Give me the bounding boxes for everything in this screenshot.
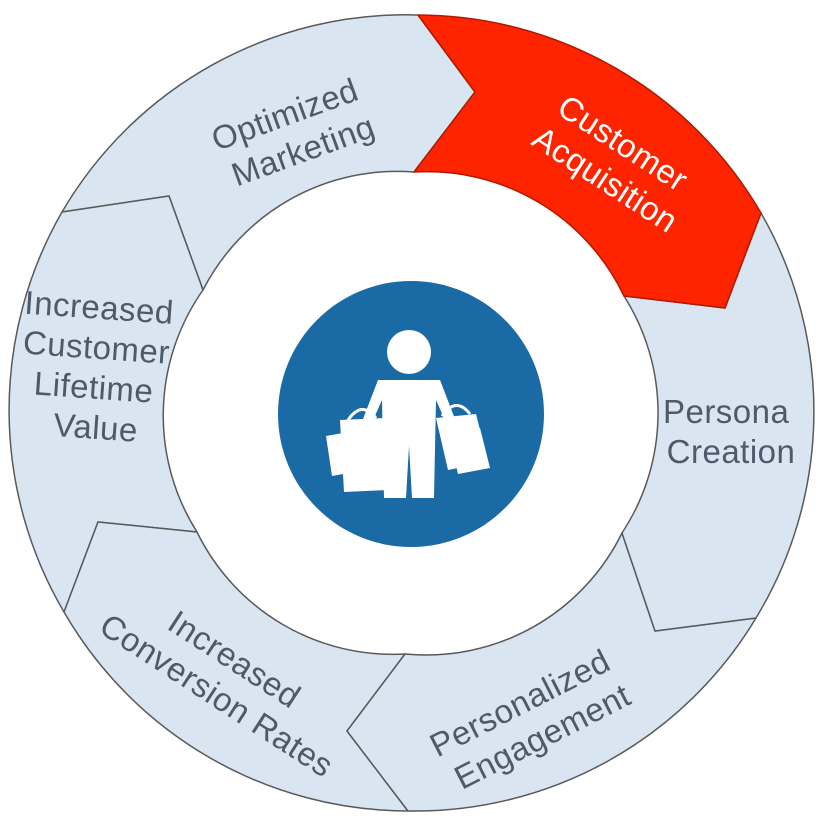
bag-handles: [346, 404, 472, 421]
label-increased-customer-lifetime-value: Increased Customer Lifetime Value: [15, 284, 185, 452]
shopper-with-bags-icon: [326, 330, 490, 498]
segment-customer-acquisition: [413, 14, 762, 309]
label-persona-creation: Persona Creation: [663, 393, 799, 470]
segment-layer: [8, 14, 815, 812]
